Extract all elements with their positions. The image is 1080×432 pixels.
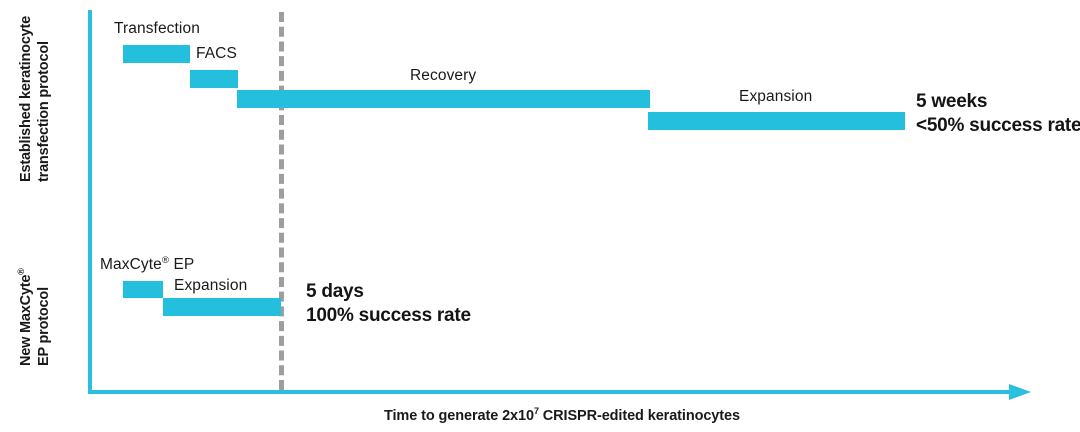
bar-facs (190, 70, 238, 88)
group-label-maxcyte-line1: New MaxCyte® (16, 216, 36, 366)
caption-maxcyte-ep-suffix: EP (169, 256, 195, 273)
caption-expansion-top: Expansion (739, 88, 813, 105)
callout-established-duration: 5 weeks (916, 91, 988, 112)
registered-mark-icon: ® (16, 268, 27, 275)
x-axis-title: Time to generate 2x107 CRISPR-edited ker… (384, 406, 740, 424)
registered-mark-icon: ® (161, 254, 170, 266)
dashed-reference-line (279, 12, 284, 390)
group-label-established-protocol: Established keratinocyte transfection pr… (18, 2, 53, 182)
caption-expansion-bottom: Expansion (174, 277, 248, 294)
group-label-established-line1: Established keratinocyte (18, 15, 34, 182)
group-label-established-line2: transfection protocol (35, 41, 52, 182)
bar-expansion-top (648, 112, 905, 130)
callout-maxcyte-duration: 5 days (306, 281, 364, 302)
callout-established-protocol: 5 weeks <50% success rate (916, 90, 1080, 139)
caption-facs: FACS (196, 45, 237, 62)
bar-recovery (237, 90, 650, 108)
y-axis-line (88, 10, 92, 394)
x-axis-title-text: Time to generate 2x10 (384, 408, 534, 424)
group-label-maxcyte-protocol: New MaxCyte® EP protocol (16, 216, 53, 366)
x-axis-title-exponent: 7 (533, 406, 539, 417)
caption-maxcyte-ep: MaxCyte® EP (100, 256, 194, 274)
callout-maxcyte-protocol: 5 days 100% success rate (306, 280, 471, 329)
callout-maxcyte-success-rate: 100% success rate (306, 305, 471, 327)
callout-established-success-rate: <50% success rate (916, 115, 1080, 137)
caption-recovery: Recovery (410, 67, 477, 84)
caption-maxcyte-ep-text: MaxCyte (100, 256, 162, 273)
group-label-maxcyte-line2: EP protocol (35, 287, 52, 366)
bar-maxcyte-ep (123, 281, 163, 298)
x-axis-arrow-icon (1009, 384, 1031, 400)
x-axis-line (88, 390, 1013, 394)
bar-transfection (123, 45, 190, 63)
x-axis-title-suffix: CRISPR-edited keratinocytes (538, 408, 740, 424)
bar-expansion-bottom (163, 298, 281, 316)
caption-transfection: Transfection (114, 20, 200, 37)
group-label-maxcyte-line1-text: New MaxCyte (18, 274, 34, 366)
